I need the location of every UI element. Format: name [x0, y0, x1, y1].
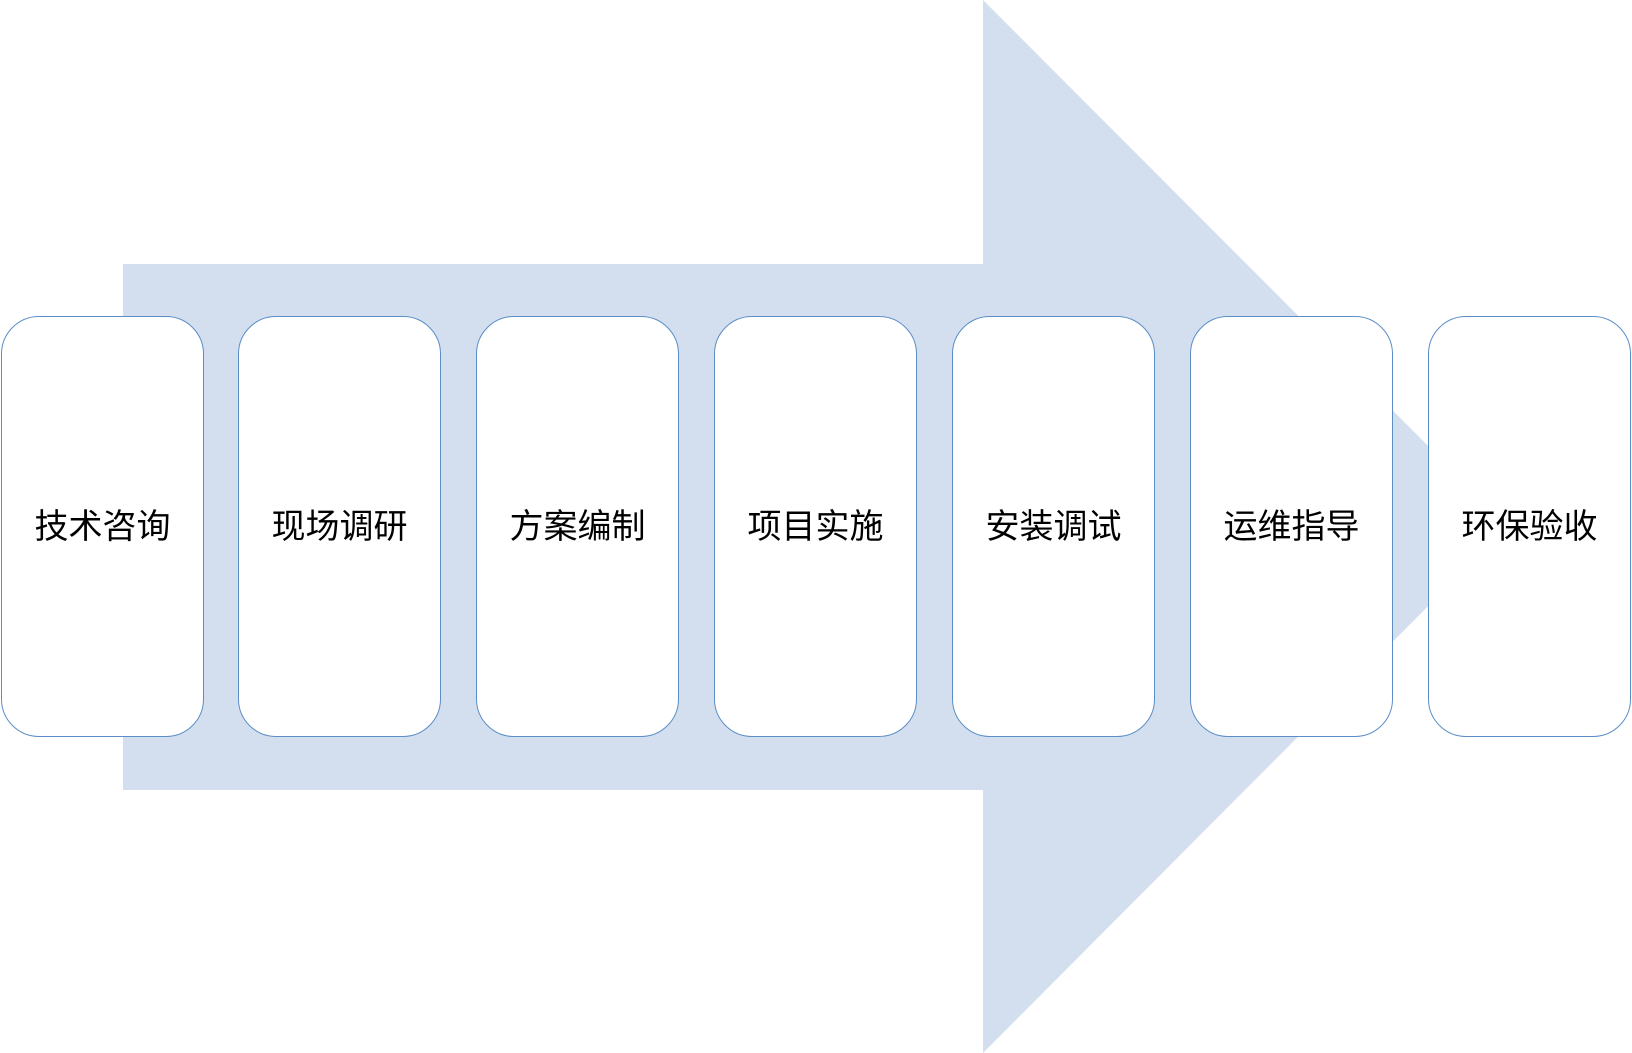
step-label: 现场调研	[271, 506, 408, 547]
step-label: 技术咨询	[34, 506, 171, 547]
step-label: 运维指导	[1223, 506, 1360, 547]
step-box-4: 项目实施	[714, 316, 917, 737]
step-box-7: 环保验收	[1428, 316, 1631, 737]
step-label: 方案编制	[509, 506, 646, 547]
step-box-1: 技术咨询	[1, 316, 204, 737]
step-box-6: 运维指导	[1190, 316, 1393, 737]
step-label: 项目实施	[747, 506, 884, 547]
step-box-2: 现场调研	[238, 316, 441, 737]
step-label: 环保验收	[1461, 506, 1598, 547]
step-label: 安装调试	[985, 506, 1122, 547]
step-box-3: 方案编制	[476, 316, 679, 737]
step-box-5: 安装调试	[952, 316, 1155, 737]
